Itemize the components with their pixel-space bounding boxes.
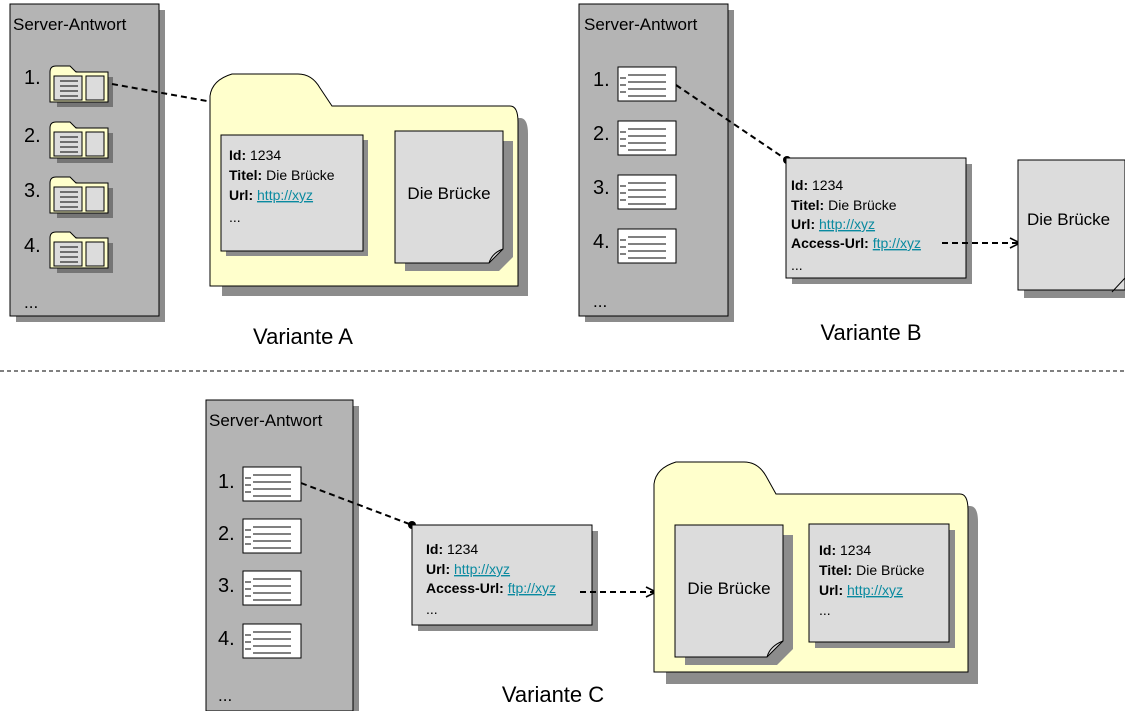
- list-number: 2.: [24, 125, 41, 147]
- more-fields: ...: [426, 601, 438, 617]
- variant-b: Server-Antwort 1. 2. 3. 4. ... Id: 1234 …: [578, 3, 1125, 345]
- variant-label: Variante A: [253, 324, 353, 349]
- svg-text:Titel: Die Brücke: Titel: Die Brücke: [791, 197, 897, 213]
- field-label: Access-Url:: [791, 235, 869, 251]
- list-number: 3.: [218, 575, 235, 597]
- field-value: Die Brücke: [266, 167, 335, 183]
- record-icon: [617, 228, 677, 264]
- field-label: Id:: [791, 177, 808, 193]
- svg-text:Titel: Die Brücke: Titel: Die Brücke: [819, 562, 925, 578]
- field-label: Url:: [229, 187, 253, 203]
- url-link[interactable]: http://xyz: [819, 216, 875, 232]
- svg-text:Url: http://xyz: Url: http://xyz: [819, 582, 903, 598]
- list-more: ...: [593, 292, 607, 311]
- url-link[interactable]: http://xyz: [454, 561, 510, 577]
- record-card: Id: 1234 Titel: Die Brücke Url: http://x…: [808, 523, 955, 648]
- record-icon: [242, 623, 302, 659]
- record-icon: [242, 570, 302, 606]
- list-number: 4.: [593, 231, 610, 253]
- server-panel-c: Server-Antwort 1. 2. 3. 4. ...: [205, 399, 359, 711]
- field-label: Id:: [426, 541, 443, 557]
- field-label: Titel:: [229, 167, 262, 183]
- record-icon: [242, 518, 302, 554]
- document: Die Brücke: [674, 524, 793, 665]
- record-card: Id: 1234 Titel: Die Brücke Url: http://x…: [220, 134, 368, 256]
- variant-label: Variante C: [502, 682, 604, 707]
- more-fields: ...: [791, 257, 803, 273]
- list-more: ...: [24, 293, 38, 312]
- document-name: Die Brücke: [687, 579, 770, 598]
- folder-c: Die Brücke Id: 1234 Titel: Die Brücke Ur…: [653, 461, 978, 684]
- list-number: 1.: [593, 69, 610, 91]
- field-value: 1234: [840, 542, 871, 558]
- record-icon: [617, 174, 677, 210]
- record-icon: [617, 66, 677, 102]
- server-panel-a: Server-Antwort 1. 2. 3. 4. ...: [9, 3, 165, 322]
- field-value: 1234: [250, 147, 281, 163]
- field-label: Titel:: [791, 197, 824, 213]
- svg-text:Url: http://xyz: Url: http://xyz: [426, 561, 510, 577]
- more-fields: ...: [819, 602, 831, 618]
- list-number: 4.: [218, 628, 235, 650]
- svg-text:Access-Url: ftp://xyz: Access-Url: ftp://xyz: [791, 235, 921, 251]
- svg-text:Id: 1234: Id: 1234: [426, 541, 478, 557]
- url-link[interactable]: http://xyz: [257, 187, 313, 203]
- access-url-link[interactable]: ftp://xyz: [508, 580, 556, 596]
- list-number: 2.: [593, 123, 610, 145]
- url-link[interactable]: http://xyz: [847, 582, 903, 598]
- list-number: 2.: [218, 523, 235, 545]
- more-fields: ...: [229, 209, 241, 225]
- document-name: Die Brücke: [1027, 210, 1110, 229]
- access-url-link[interactable]: ftp://xyz: [873, 235, 921, 251]
- list-more: ...: [218, 686, 232, 705]
- list-number: 1.: [24, 67, 41, 89]
- field-label: Id:: [229, 147, 246, 163]
- document: Die Brücke: [394, 130, 513, 271]
- field-value: 1234: [447, 541, 478, 557]
- list-number: 3.: [24, 180, 41, 202]
- variant-c: Server-Antwort 1. 2. 3. 4. ... Id: 1234 …: [205, 399, 978, 711]
- variant-label: Variante B: [820, 320, 921, 345]
- field-value: 1234: [812, 177, 843, 193]
- folder-icon: [49, 176, 114, 219]
- list-number: 4.: [24, 235, 41, 257]
- svg-text:Url: http://xyz: Url: http://xyz: [229, 187, 313, 203]
- server-panel-title: Server-Antwort: [584, 15, 698, 34]
- folder-a: Id: 1234 Titel: Die Brücke Url: http://x…: [209, 73, 528, 296]
- list-number: 3.: [593, 177, 610, 199]
- document: Die Brücke: [1017, 159, 1125, 298]
- server-panel-title: Server-Antwort: [13, 15, 127, 34]
- svg-text:Id: 1234: Id: 1234: [229, 147, 281, 163]
- folder-icon: [49, 121, 114, 164]
- record-card: Id: 1234 Titel: Die Brücke Url: http://x…: [785, 157, 972, 284]
- document-name: Die Brücke: [407, 184, 490, 203]
- svg-text:Id: 1234: Id: 1234: [819, 542, 871, 558]
- svg-text:Id: 1234: Id: 1234: [791, 177, 843, 193]
- folder-icon: [49, 231, 114, 274]
- field-label: Id:: [819, 542, 836, 558]
- server-panel-title: Server-Antwort: [209, 411, 323, 430]
- svg-text:Access-Url: ftp://xyz: Access-Url: ftp://xyz: [426, 580, 556, 596]
- field-label: Titel:: [819, 562, 852, 578]
- record-icon: [242, 466, 302, 502]
- connector-line: [111, 83, 222, 107]
- list-number: 1.: [218, 471, 235, 493]
- variant-a: Server-Antwort 1. 2. 3. 4. ... Id: 1234 …: [9, 3, 528, 349]
- record-icon: [617, 120, 677, 156]
- field-label: Access-Url:: [426, 580, 504, 596]
- record-card: Id: 1234 Url: http://xyz Access-Url: ftp…: [411, 524, 598, 631]
- server-panel-b: Server-Antwort 1. 2. 3. 4. ...: [578, 3, 734, 322]
- svg-text:Url: http://xyz: Url: http://xyz: [791, 216, 875, 232]
- connector-line: [675, 84, 791, 164]
- field-value: Die Brücke: [828, 197, 897, 213]
- field-label: Url:: [791, 216, 815, 232]
- field-label: Url:: [819, 582, 843, 598]
- folder-icon: [49, 65, 114, 108]
- field-label: Url:: [426, 561, 450, 577]
- svg-text:Titel: Die Brücke: Titel: Die Brücke: [229, 167, 335, 183]
- field-value: Die Brücke: [856, 562, 925, 578]
